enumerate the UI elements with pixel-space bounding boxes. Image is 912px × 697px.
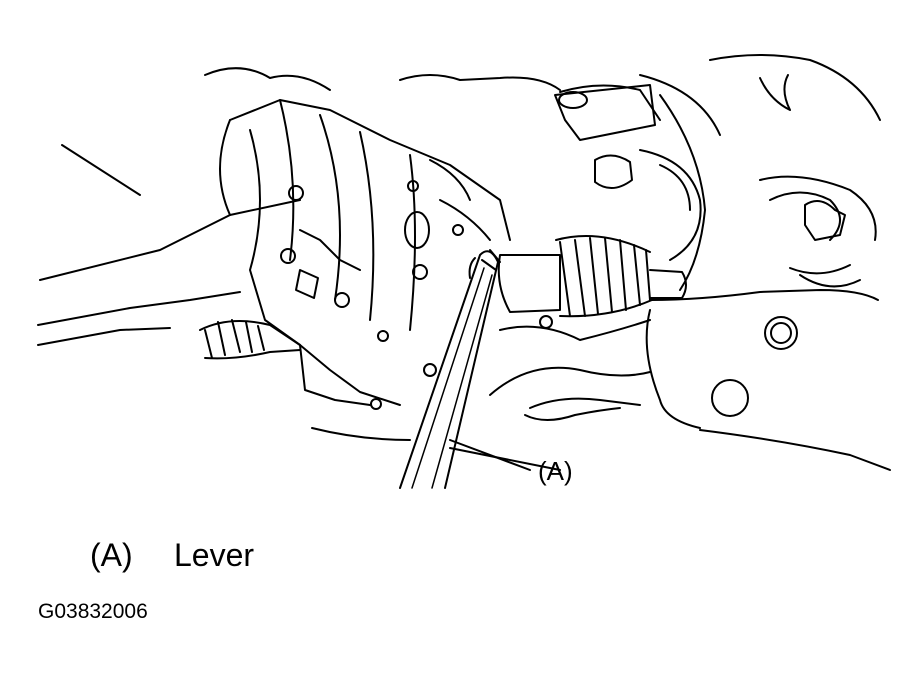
callout-leader-line: [450, 440, 530, 470]
suspension-arm: [490, 316, 650, 420]
right-drive-shaft: [482, 236, 686, 316]
transmission-illustration: [0, 0, 912, 520]
chassis-outline: [38, 55, 890, 470]
upper-bracket: [555, 85, 845, 416]
callout-label-a: (A): [538, 456, 573, 486]
left-drive-shaft: [200, 320, 300, 358]
legend-text: Lever: [174, 537, 255, 573]
lever: [400, 251, 498, 488]
legend-key: (A): [90, 537, 133, 573]
figure-code: G03832006: [38, 600, 148, 623]
legend: (A) Lever: [90, 537, 254, 574]
